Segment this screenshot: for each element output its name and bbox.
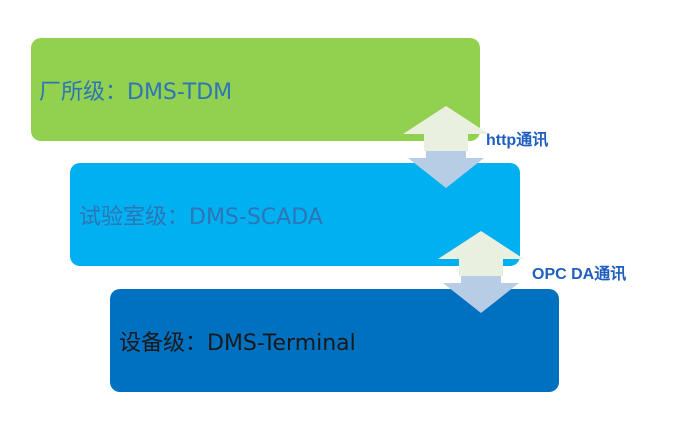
up-arrow-icon bbox=[438, 231, 524, 276]
layer-device: 设备级：DMS-Terminal bbox=[110, 289, 559, 392]
layer-device-label: 设备级：DMS-Terminal bbox=[119, 330, 356, 356]
layer-factory: 厂所级：DMS-TDM bbox=[31, 38, 480, 141]
http-connection-arrows bbox=[403, 106, 489, 188]
up-arrow-icon bbox=[403, 106, 489, 151]
layer-lab-label: 试验室级：DMS-SCADA bbox=[79, 204, 323, 230]
opc-da-connection-label: OPC DA通讯 bbox=[532, 266, 627, 283]
opc-da-connection-arrows bbox=[438, 231, 524, 313]
http-connection-label: http通讯 bbox=[486, 132, 549, 149]
layer-factory-label: 厂所级：DMS-TDM bbox=[39, 79, 233, 105]
